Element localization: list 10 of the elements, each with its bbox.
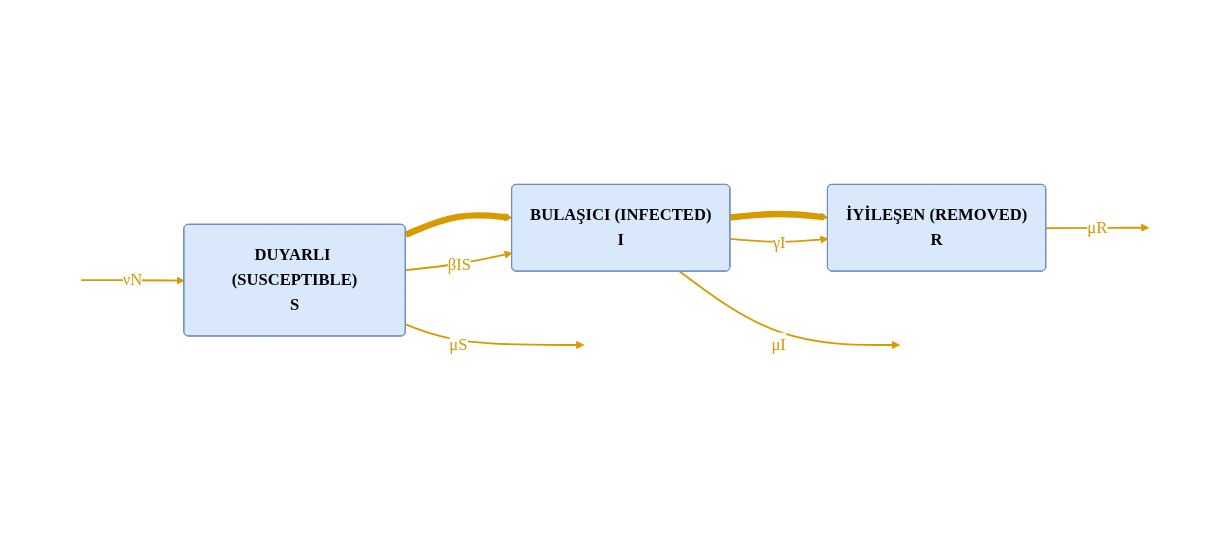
arrow [730,210,829,221]
arrow [404,211,513,238]
edge-label: μS [449,334,468,354]
edge-label: γI [772,233,786,252]
edge-label: μR [1087,217,1108,237]
edge-label: μI [771,334,786,354]
edge-label: βIS [447,254,471,273]
arrow [404,323,585,349]
arrow [678,270,900,349]
edge-label: νN [122,270,143,289]
